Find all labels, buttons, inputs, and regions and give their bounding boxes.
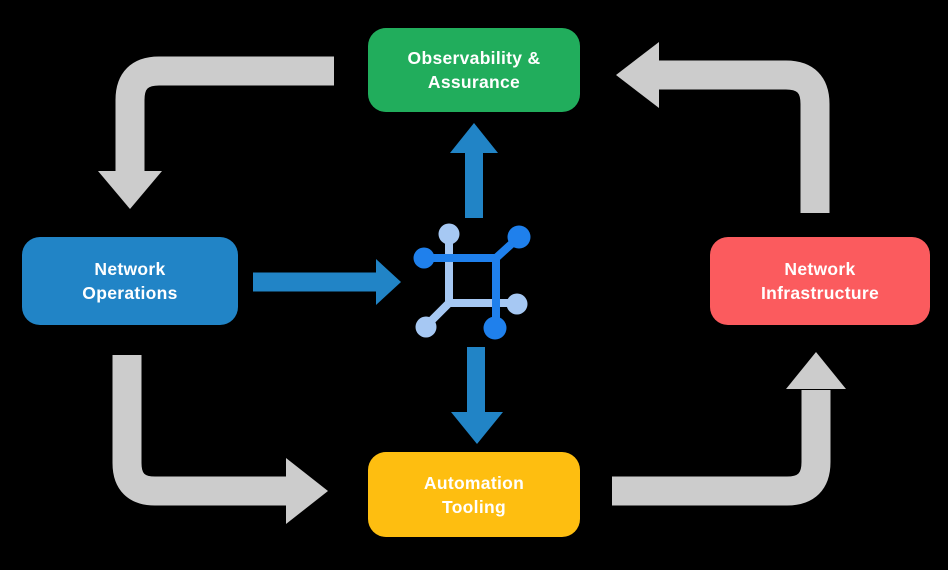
node-automation-tooling: Automation Tooling xyxy=(368,452,580,537)
arrow-center-to-observability xyxy=(450,123,498,218)
node-label-line: Network xyxy=(784,259,856,279)
arrow-operations-to-center xyxy=(253,259,401,305)
node-label-line: Tooling xyxy=(442,496,506,517)
arrow-operations-to-automation xyxy=(112,355,328,524)
node-label-line: Infrastructure xyxy=(761,283,879,303)
node-label-line: Operations xyxy=(82,283,178,303)
node-network-infrastructure: Network Infrastructure xyxy=(710,237,930,325)
node-label-line: Network xyxy=(94,259,166,279)
icon-dark-branch xyxy=(413,225,531,340)
icon-light-branch xyxy=(415,223,528,338)
node-label-line: Observability & xyxy=(407,48,541,68)
node-network-operations: Network Operations xyxy=(22,237,238,325)
network-automation-icon xyxy=(413,223,531,340)
arrow-center-to-automation xyxy=(451,347,503,444)
arrow-automation-to-infrastructure xyxy=(612,352,846,506)
arrow-infrastructure-to-observability xyxy=(616,42,830,213)
node-observability-assurance: Observability & Assurance xyxy=(368,28,580,112)
node-label-line: Assurance xyxy=(427,72,521,92)
node-label-line: Automation xyxy=(423,472,525,493)
arrow-observability-to-operations xyxy=(98,56,334,209)
